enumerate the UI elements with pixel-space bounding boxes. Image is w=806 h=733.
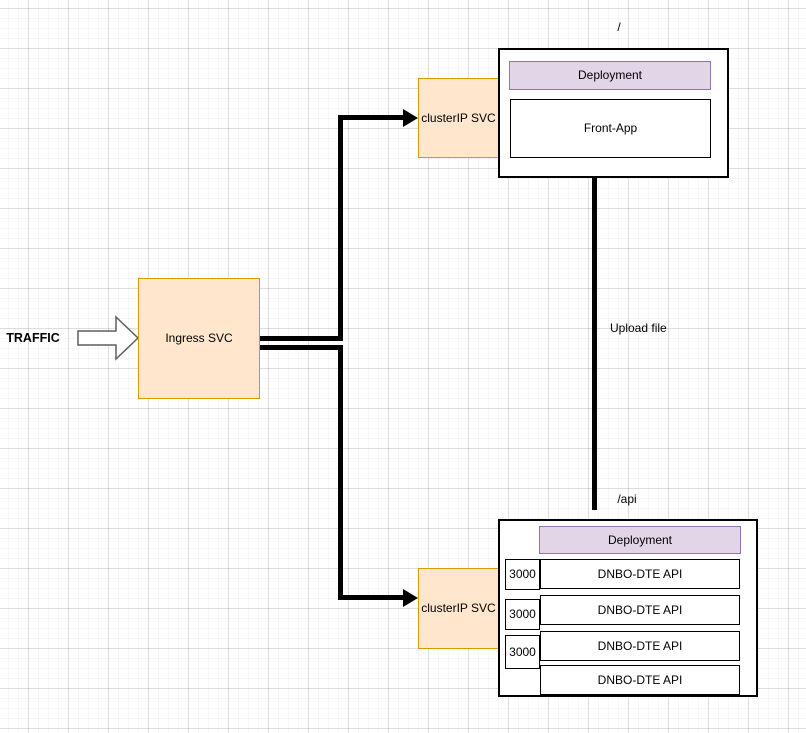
ingress-svc-node[interactable]: Ingress SVC: [138, 278, 260, 399]
api-pod-row[interactable]: DNBO-DTE API: [540, 595, 740, 625]
arrowhead-icon: [403, 109, 418, 127]
ingress-svc-label: Ingress SVC: [165, 331, 233, 346]
api-deployment-header-label: Deployment: [607, 532, 673, 547]
block-arrow-icon: [77, 315, 140, 361]
api-deployment-header[interactable]: Deployment: [539, 526, 741, 554]
connector-segment: [338, 345, 343, 600]
api-pod-label: DNBO-DTE API: [597, 638, 683, 653]
connector-segment: [338, 115, 404, 120]
arrowhead-icon: [403, 589, 418, 607]
api-pod-label: DNBO-DTE API: [597, 566, 683, 581]
port-label: 3000: [509, 644, 536, 659]
route-label-api: /api: [617, 492, 637, 506]
port-label: 3000: [509, 607, 536, 622]
front-app-pod-label: Front-App: [583, 121, 638, 136]
port-label-box[interactable]: 3000: [505, 635, 540, 669]
front-deployment-header-label: Deployment: [577, 68, 643, 83]
api-pod-row[interactable]: DNBO-DTE API: [540, 559, 740, 589]
api-pod-row[interactable]: DNBO-DTE API: [540, 631, 740, 661]
connector-segment: [260, 336, 343, 341]
clusterip-svc-front-label: clusterIP SVC: [421, 110, 496, 125]
front-deployment-group[interactable]: Deployment Front-App: [498, 48, 729, 178]
api-pod-row[interactable]: DNBO-DTE API: [540, 665, 740, 695]
clusterip-svc-front-node[interactable]: clusterIP SVC: [418, 78, 499, 158]
clusterip-svc-api-node[interactable]: clusterIP SVC: [418, 568, 499, 649]
route-label-root: /: [617, 20, 621, 34]
connector-segment: [338, 595, 404, 600]
traffic-label: TRAFFIC: [6, 331, 60, 345]
connector-segment: [592, 178, 597, 510]
api-pod-label: DNBO-DTE API: [597, 672, 683, 687]
port-label-box[interactable]: 3000: [505, 559, 540, 590]
front-app-pod[interactable]: Front-App: [510, 99, 711, 158]
connector-segment: [338, 115, 343, 341]
port-label: 3000: [509, 567, 536, 582]
port-label-box[interactable]: 3000: [505, 599, 540, 630]
connector-segment: [260, 345, 343, 350]
clusterip-svc-api-label: clusterIP SVC: [421, 601, 496, 616]
api-pod-label: DNBO-DTE API: [597, 602, 683, 617]
api-deployment-group[interactable]: Deployment DNBO-DTE API DNBO-DTE API DNB…: [498, 519, 758, 697]
upload-file-label: Upload file: [610, 321, 667, 335]
front-deployment-header[interactable]: Deployment: [509, 61, 711, 90]
